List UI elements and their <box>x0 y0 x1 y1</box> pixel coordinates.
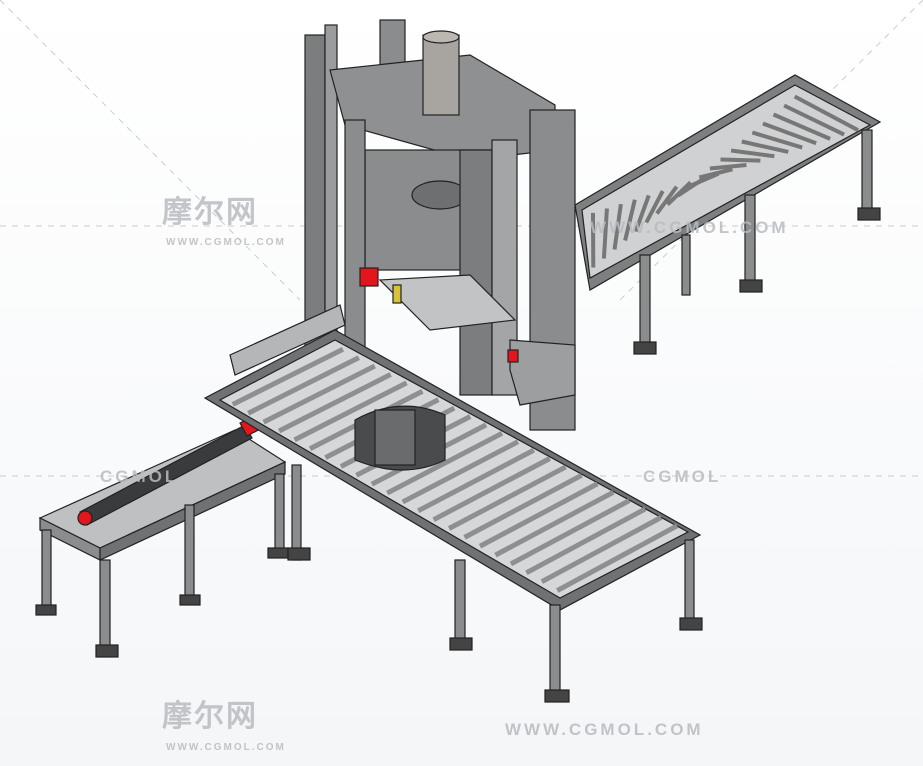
roller <box>432 456 551 522</box>
roller <box>231 346 345 407</box>
watermark-brand: CGMOL <box>643 467 722 486</box>
watermark-url-bottom: WWW.CGMOL.COM <box>505 720 704 739</box>
roller <box>277 372 392 434</box>
roller <box>463 473 583 540</box>
roller <box>741 139 789 154</box>
watermark-logo-cn-bottom: 摩尔网 <box>162 699 258 734</box>
roller <box>509 498 631 567</box>
roller <box>644 190 665 224</box>
roller <box>447 464 567 531</box>
roller <box>247 355 360 416</box>
watermark-url-top: WWW.CGMOL.COM <box>590 218 789 237</box>
roller <box>633 194 651 233</box>
roller <box>751 130 803 150</box>
roller <box>401 439 520 505</box>
roller <box>612 203 623 250</box>
roller <box>386 431 504 496</box>
roller <box>772 112 831 141</box>
roller <box>525 506 647 576</box>
roller <box>601 208 609 259</box>
roller <box>494 489 615 558</box>
roller <box>540 515 663 584</box>
roller <box>730 148 775 159</box>
roller <box>698 167 733 180</box>
roller <box>478 481 599 549</box>
main-roller-conveyor <box>203 304 703 703</box>
cylinder-side-table <box>35 382 303 658</box>
watermark-logo-en: WWW.CGMOL.COM <box>166 237 286 248</box>
hydraulic-press-frame <box>304 19 576 431</box>
roller <box>709 162 747 171</box>
roller <box>556 523 679 593</box>
roller <box>783 103 845 137</box>
roller <box>417 447 536 514</box>
watermark-logo-cn: 摩尔网 <box>162 195 258 230</box>
roller <box>293 380 408 443</box>
roller <box>720 157 761 163</box>
roller <box>623 199 637 241</box>
roller <box>655 185 679 215</box>
watermark-logo-en-bottom: WWW.CGMOL.COM <box>166 742 286 753</box>
right-roller-conveyor <box>574 74 882 355</box>
roller <box>762 121 817 146</box>
roller <box>793 94 859 132</box>
watermark-brand-left: CGMOL <box>100 467 179 486</box>
roller <box>262 363 376 425</box>
